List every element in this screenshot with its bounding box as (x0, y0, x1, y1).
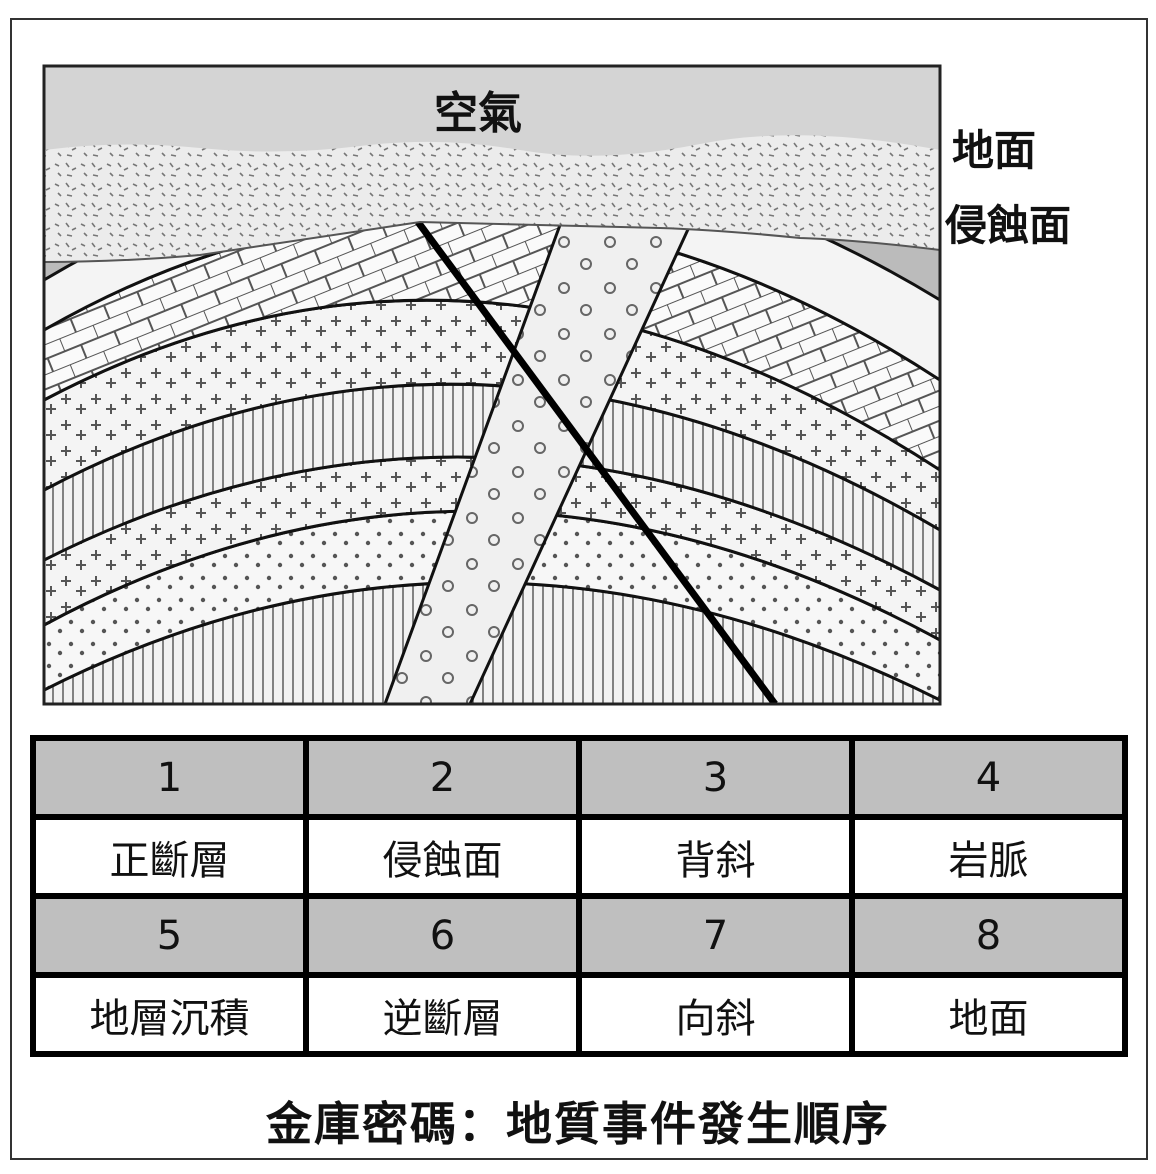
table-cell: 5 (30, 893, 309, 978)
table-cell: 4 (849, 735, 1128, 820)
fault-line (415, 219, 778, 704)
table-cell: 地層沉積 (30, 972, 309, 1057)
table-cell: 向斜 (576, 972, 855, 1057)
strata-layers (44, 66, 940, 704)
table-cell: 岩脈 (849, 814, 1128, 899)
air-label: 空氣 (434, 88, 522, 139)
geology-cross-section: 空氣 地面 侵蝕面 (42, 64, 1071, 706)
table-cell: 2 (303, 735, 582, 820)
erosion-surface-label: 侵蝕面 (944, 201, 1071, 250)
table-cell: 7 (576, 893, 855, 978)
table-cell: 背斜 (576, 814, 855, 899)
table-cell: 正斷層 (30, 814, 309, 899)
code-table-wrapper: 1 2 3 4 正斷層 侵蝕面 背斜 岩脈 5 6 7 8 地層沉積 逆斷層 向… (30, 735, 1128, 1057)
table-cell: 3 (576, 735, 855, 820)
table-cell: 6 (303, 893, 582, 978)
table-cell: 逆斷層 (303, 972, 582, 1057)
page-title: 金庫密碼：地質事件發生順序 (266, 1097, 890, 1151)
figure-border (42, 64, 942, 706)
table-row: 1 2 3 4 (30, 735, 1128, 820)
table-cell: 地面 (849, 972, 1128, 1057)
table-cell: 侵蝕面 (303, 814, 582, 899)
table-row: 地層沉積 逆斷層 向斜 地面 (30, 972, 1128, 1057)
outer-frame (10, 18, 1148, 1160)
table-row: 5 6 7 8 (30, 893, 1128, 978)
table-cell: 8 (849, 893, 1128, 978)
code-table: 1 2 3 4 正斷層 侵蝕面 背斜 岩脈 5 6 7 8 地層沉積 逆斷層 向… (30, 735, 1128, 1057)
table-cell: 1 (30, 735, 309, 820)
table-row: 正斷層 侵蝕面 背斜 岩脈 (30, 814, 1128, 899)
ground-label: 地面 (952, 126, 1036, 175)
